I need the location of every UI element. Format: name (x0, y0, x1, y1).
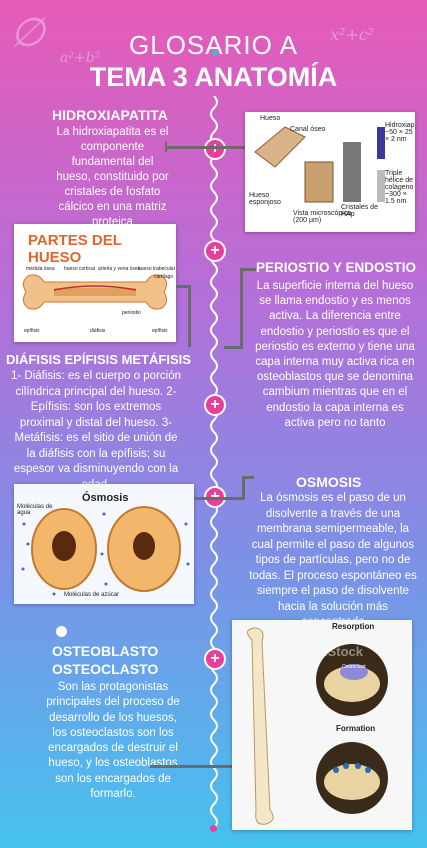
label-epifisis-left: epífisis (24, 328, 40, 334)
arrow-connector (240, 268, 243, 348)
decor-scribble: ∅ (10, 10, 45, 56)
arrow-connector (194, 497, 244, 500)
decor-dot (56, 626, 67, 637)
image-hidroxiapatita-diagram: Hueso Canal óseo Hueso esponjoso Vista m… (245, 112, 415, 232)
section-title-osmosis: OSMOSIS (296, 474, 362, 490)
decor-scribble: x²+c² (330, 25, 375, 44)
arrow-connector (176, 285, 190, 288)
label-epifisis-right: epífisis (152, 328, 168, 334)
image-osmosis: Ósmosis Moléculas de agua Moléculas de a… (14, 484, 194, 604)
arrow-connector (242, 476, 245, 500)
label-moleculas-azucar: Moléculas de azúcar (64, 592, 120, 598)
watermark-istock: iStock (324, 644, 364, 659)
title-line-1: GLOSARIO A (129, 30, 298, 60)
section-text-hidroxiapatita: La hidroxiapatita es el componente funda… (56, 126, 169, 228)
label-cristales: Cristales de HAp (341, 204, 378, 218)
bone-remodeling-illustration (247, 627, 388, 825)
title-line-2: TEMA 3 ANATOMÍA (89, 62, 338, 92)
label-vista: Vista microscópica (200 µm) (293, 210, 352, 224)
arrow-connector (165, 142, 167, 152)
label-arteria: arteria y vena ósea (98, 266, 141, 272)
bone-structure-illustration (254, 126, 385, 203)
label-hueso-esponjoso: Hueso esponjoso (249, 192, 281, 206)
image-partes-del-hueso: PARTES DEL HUESO médula ósea hueso corti… (14, 224, 176, 342)
label-hueso: Hueso (260, 115, 281, 122)
section-title-hidroxiapatita: HIDROXIAPATITA (52, 107, 168, 123)
section-title-osteoclasto: OSTEOCLASTO (52, 661, 159, 677)
section-text-osmosis: La ósmosis es el paso de un disolvente a… (249, 492, 417, 628)
section-text-osteoblasto: Son las protagonistas principales del pr… (46, 681, 180, 801)
plus-icon: + (206, 650, 224, 668)
label-triple-helice: Triple hélice de colágeno ~300 × 1.5 nm (385, 170, 414, 205)
label-resorption: Resorption (332, 622, 375, 631)
label-medula: médula ósea (26, 266, 55, 272)
section-title-osteoblasto: OSTEOBLASTO (52, 643, 159, 659)
label-trabecular: hueso trabecular (138, 266, 176, 272)
arrow-connector (242, 476, 254, 479)
arrow-connector (188, 285, 191, 347)
arrow-connector (224, 346, 243, 349)
label-hueso-cortical: hueso cortical (64, 266, 95, 272)
label-canal: Canal óseo (290, 126, 326, 133)
arrow-connector (165, 146, 245, 149)
section-title-diafisis: DIÁFISIS EPÍFISIS METÁFISIS (6, 352, 191, 367)
section-text-periostio: La superficie interna del hueso se llama… (255, 280, 415, 429)
osmosis-cells-illustration (21, 506, 190, 596)
decor-scribble: a²+b² (60, 50, 101, 66)
spine-end-dot (210, 825, 217, 832)
label-periostio: periostio (122, 310, 141, 316)
plus-icon: + (206, 140, 224, 158)
plus-icon: + (206, 396, 224, 414)
arrow-connector (150, 765, 236, 768)
helix-spine (210, 96, 218, 829)
label-formation: Formation (336, 724, 376, 733)
section-text-diafisis: 1- Diáfisis: es el cuerpo o porción cilí… (10, 370, 182, 491)
image-resorption-formation: Resorption Osteoclast Formation iStock (232, 620, 412, 830)
section-title-periostio: PERIOSTIO Y ENDOSTIO (256, 260, 417, 275)
label-hidroxiapatita: Hidroxiapatita ~50 × 25 × 2 nm (385, 122, 415, 143)
label-cartilago: cartílago (154, 274, 174, 280)
arrow-connector (240, 268, 256, 271)
long-bone-illustration (22, 274, 168, 310)
label-osteoclast: Osteoclast (342, 664, 366, 670)
plus-icon: + (206, 242, 224, 260)
title-dot (212, 50, 218, 56)
label-moleculas-agua: Moléculas de agua (17, 504, 53, 516)
partes-title: PARTES DEL HUESO (28, 232, 122, 266)
osmosis-title: Ósmosis (82, 492, 129, 504)
label-diafisis: diáfisis (90, 328, 106, 334)
